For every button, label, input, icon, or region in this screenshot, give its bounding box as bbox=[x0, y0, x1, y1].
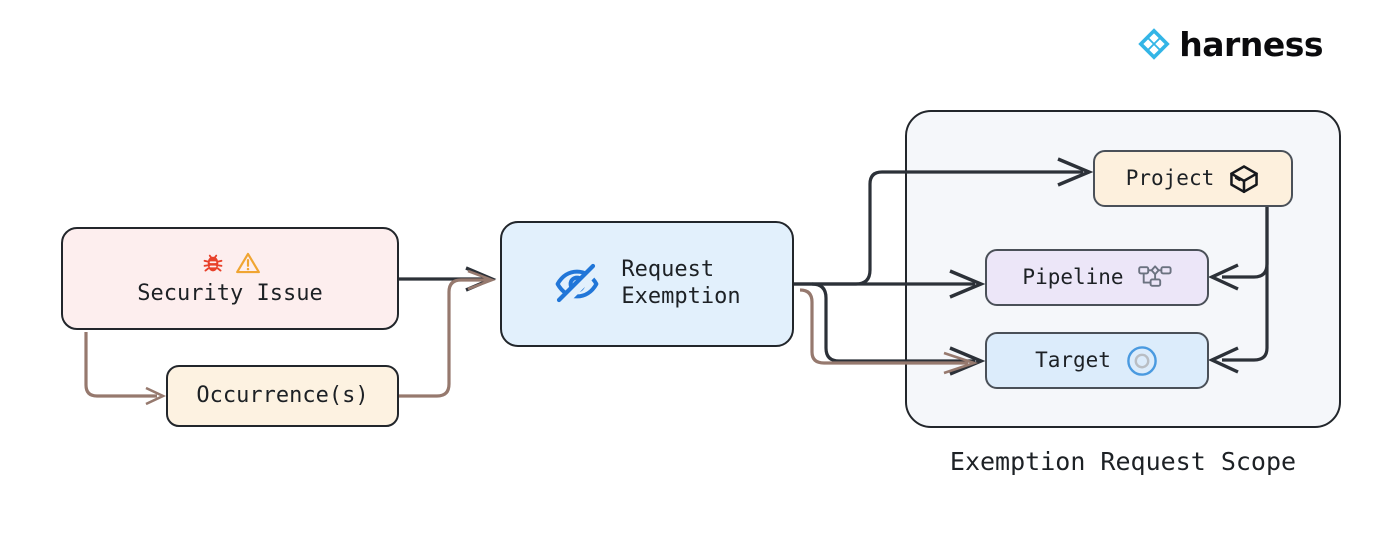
node-target[interactable]: Target bbox=[985, 332, 1209, 389]
request-exemption-label: Request Exemption bbox=[621, 257, 741, 309]
node-pipeline[interactable]: Pipeline bbox=[985, 249, 1209, 306]
node-project[interactable]: Project bbox=[1093, 150, 1293, 207]
occurrences-label: Occurrence(s) bbox=[196, 382, 369, 408]
harness-brand-text: harness bbox=[1179, 24, 1323, 64]
pipeline-nodes-icon bbox=[1137, 264, 1172, 287]
warning-triangle-icon bbox=[235, 252, 260, 274]
cube-icon bbox=[1230, 164, 1259, 193]
target-label: Target bbox=[1035, 347, 1111, 372]
node-occurrences[interactable]: Occurrence(s) bbox=[166, 365, 399, 427]
security-issue-icon-group bbox=[200, 249, 261, 277]
pipeline-label: Pipeline bbox=[1022, 264, 1124, 289]
eye-off-icon bbox=[555, 263, 601, 308]
bug-icon bbox=[203, 254, 222, 272]
edge-occurrences-to-request-exemption bbox=[399, 269, 496, 398]
harness-brand-logo: harness bbox=[1137, 27, 1323, 61]
node-request-exemption[interactable]: Request Exemption bbox=[500, 221, 794, 347]
exemption-request-scope-label: Exemption Request Scope bbox=[949, 447, 1297, 476]
target-circle-icon bbox=[1127, 345, 1157, 376]
edge-security-issue-to-request-exemption bbox=[399, 266, 497, 292]
harness-diamond-logo-icon bbox=[1138, 28, 1171, 60]
node-security-issue[interactable]: Security Issue bbox=[61, 227, 399, 330]
project-label: Project bbox=[1125, 165, 1215, 190]
edge-security-issue-to-occurrences bbox=[84, 332, 167, 406]
security-issue-label: Security Issue bbox=[137, 281, 323, 307]
